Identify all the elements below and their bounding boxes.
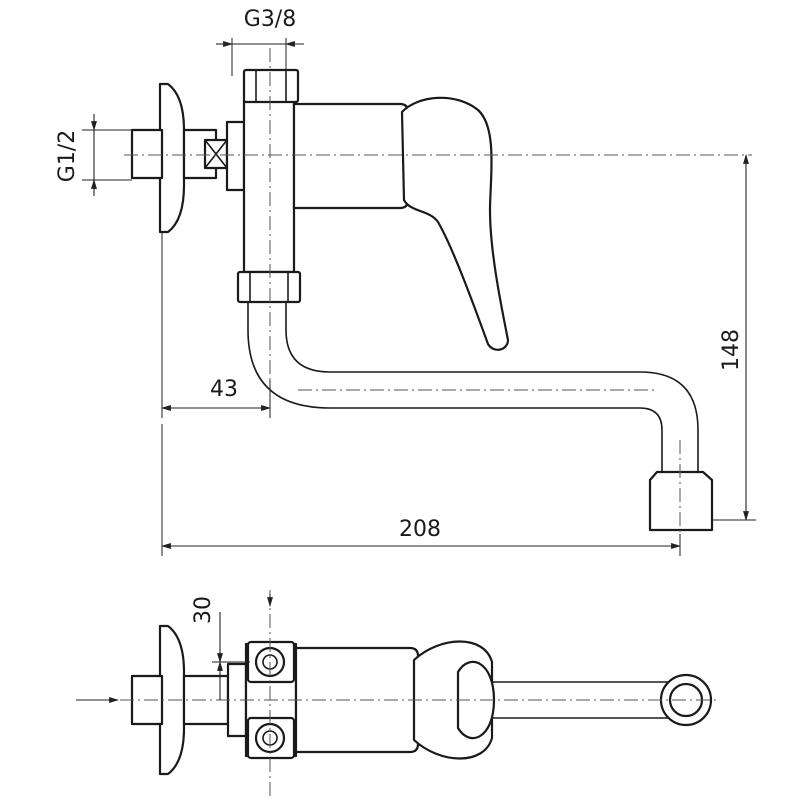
top-nut-plan (246, 640, 296, 684)
dimension-g12: G1/2 (55, 114, 132, 196)
dimension-148: 148 (712, 154, 756, 521)
cartridge-body (292, 102, 410, 210)
lever-handle (400, 96, 510, 351)
dim-total-reach: 208 (399, 517, 441, 542)
top-view (120, 590, 720, 800)
dimension-43: 43 (161, 232, 271, 418)
spout-nozzle (648, 470, 714, 532)
riser (242, 98, 296, 274)
wall-flange (158, 82, 186, 234)
dim-thread-inlet: G1/2 (55, 130, 80, 182)
dim-thread-outlet: G3/8 (244, 7, 296, 32)
front-view (124, 48, 752, 552)
dimension-30: 30 (191, 594, 273, 700)
top-nut (242, 68, 300, 104)
dimension-g38: G3/8 (216, 7, 304, 76)
square-bolt (203, 138, 229, 170)
bottom-nut (236, 270, 302, 304)
inlet-nipple (130, 128, 164, 180)
dim-height: 148 (719, 329, 744, 371)
hex-collar (225, 120, 246, 192)
dimension-208: 208 (161, 424, 681, 556)
dim-riser-spacing: 30 (191, 596, 216, 624)
bottom-nut-plan (246, 716, 296, 760)
dim-wall-to-riser: 43 (210, 377, 238, 402)
spout-pipe (247, 299, 699, 473)
